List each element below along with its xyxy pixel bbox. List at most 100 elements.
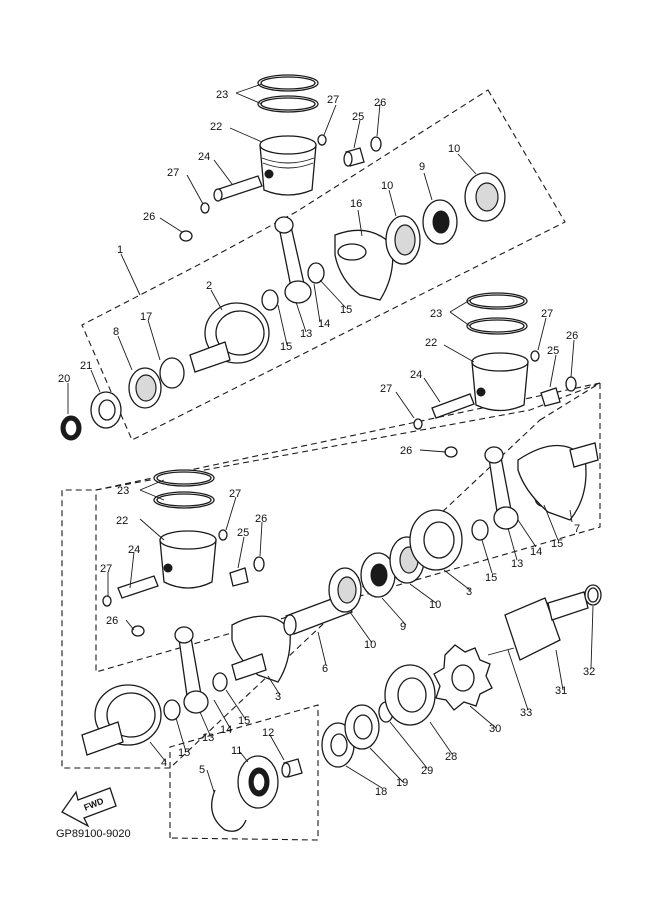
group-outlines	[61, 89, 601, 841]
callout-24: 24	[410, 369, 422, 381]
thrust-washer	[179, 230, 193, 242]
small-end-bearing-end	[343, 151, 353, 167]
main-bearing-race	[394, 224, 416, 256]
drive-coupling	[504, 597, 561, 661]
callout-13: 13	[511, 558, 523, 570]
thrust-washer	[131, 625, 145, 637]
callout-9: 9	[400, 621, 406, 633]
piston-ring	[469, 294, 525, 308]
crank-web	[334, 229, 394, 301]
oil-seal-lip	[330, 733, 348, 757]
callout-26: 26	[566, 330, 578, 342]
coupling-hub-face	[397, 677, 427, 713]
callout-7: 7	[574, 523, 580, 535]
callout-23: 23	[430, 308, 442, 320]
main-bearing-race	[337, 576, 357, 604]
piston-ring	[469, 319, 525, 333]
drive-shaft	[547, 591, 589, 621]
spacer-inner	[353, 714, 373, 740]
coupling-group	[211, 584, 602, 832]
callout-14: 14	[318, 318, 330, 330]
thrust-washer	[212, 672, 228, 692]
forward-arrow: FWD	[61, 787, 117, 828]
crank-pin	[231, 653, 267, 681]
callout-1: 1	[117, 244, 123, 256]
connecting-rod-small-end	[274, 216, 294, 234]
callout-11: 11	[231, 745, 242, 757]
callout-27: 27	[327, 94, 339, 106]
callout-10: 10	[381, 180, 393, 192]
callout-12: 12	[262, 727, 274, 739]
snap-ring-inner	[64, 419, 78, 437]
piston-pin-boss	[163, 563, 173, 573]
callout-8: 8	[113, 326, 119, 338]
right-piston-group	[413, 292, 599, 541]
callout-18: 18	[375, 786, 387, 798]
rubber-damper-center	[451, 664, 475, 692]
thrust-washer	[565, 376, 577, 392]
lower-piston-group	[81, 469, 463, 756]
bearing-race	[135, 374, 157, 402]
connecting-rod-small-end	[174, 626, 194, 644]
callout-25: 25	[547, 345, 559, 357]
piston-crown	[159, 530, 217, 550]
crank-pin	[337, 243, 367, 261]
piston-pin-end	[213, 188, 223, 202]
callout-19: 19	[396, 777, 408, 789]
piston-ring	[260, 97, 316, 111]
piston-crown	[259, 135, 317, 155]
circlip	[317, 134, 327, 146]
callout-15: 15	[340, 304, 352, 316]
thrust-washer	[307, 262, 325, 284]
outline-magneto-side	[169, 704, 319, 841]
callout-27: 27	[541, 308, 553, 320]
center-shaft-end	[283, 614, 297, 636]
callout-26: 26	[400, 445, 412, 457]
callout-2: 2	[206, 280, 212, 292]
thrust-washer	[471, 519, 489, 541]
piston-pin-boss	[264, 169, 274, 179]
o-ring-inner	[587, 587, 599, 603]
piston-ring	[156, 471, 212, 485]
small-end-bearing	[540, 387, 561, 407]
connecting-rod-big-end	[284, 280, 312, 304]
callout-3: 3	[466, 586, 472, 598]
callout-32: 32	[583, 666, 595, 678]
piston-crown	[471, 352, 529, 372]
callout-13: 13	[300, 328, 312, 340]
crank-shaft-stub	[81, 721, 124, 756]
callout-27: 27	[380, 383, 392, 395]
callout-labels: 23 22 24 27 26 27 26 25 16 10 9 10 1 2 1…	[58, 89, 595, 798]
callout-22: 22	[425, 337, 437, 349]
callout-23: 23	[216, 89, 228, 101]
small-end-bearing	[229, 567, 249, 587]
crank-wheel-face	[215, 310, 265, 356]
thrust-washer	[444, 446, 458, 458]
callout-33: 33	[520, 707, 532, 719]
callout-10: 10	[448, 143, 460, 155]
callout-31: 31	[555, 685, 567, 697]
circlip	[102, 595, 112, 607]
oil-seal-lip	[432, 210, 450, 234]
crank-shaft-stub	[189, 341, 231, 373]
callout-26: 26	[255, 513, 267, 525]
callout-27: 27	[100, 563, 112, 575]
circlip	[211, 789, 247, 832]
oil-seal-lip	[98, 399, 116, 421]
crank-web	[231, 615, 291, 683]
callout-10: 10	[364, 639, 376, 651]
piston-pin	[215, 175, 263, 201]
thrust-washer	[261, 289, 279, 311]
circlip	[530, 350, 540, 362]
callout-26: 26	[143, 211, 155, 223]
leader-lines	[67, 83, 594, 793]
figure-code: GP89100-9020	[56, 828, 131, 840]
piston-pin	[431, 393, 475, 419]
crank-wheel-face	[423, 521, 455, 559]
callout-26: 26	[374, 97, 386, 109]
piston-pin-boss	[476, 387, 486, 397]
callout-17: 17	[140, 311, 152, 323]
connecting-rod-big-end	[493, 506, 519, 530]
oil-seal-lip	[370, 563, 388, 587]
